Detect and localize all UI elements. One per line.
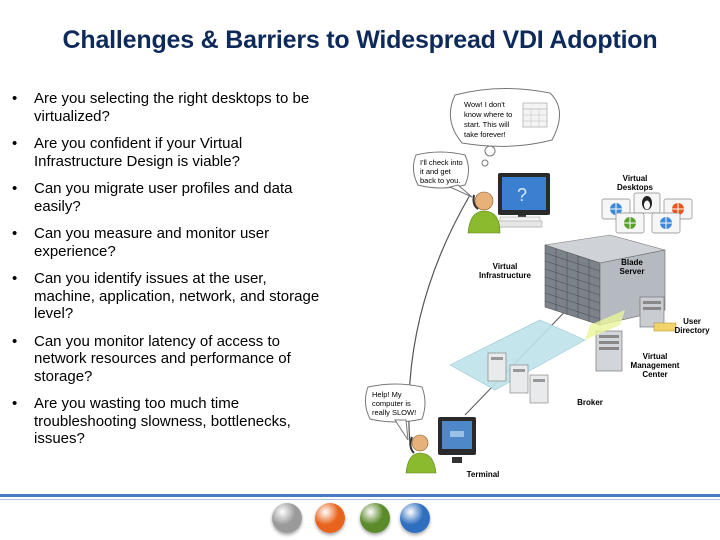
gray-dot <box>272 503 302 533</box>
bubble-top-line: Wow! I don't <box>464 100 506 109</box>
label-management-center: Virtual <box>643 352 668 361</box>
footer-divider-thin <box>0 499 720 500</box>
admin-person-icon <box>474 191 494 211</box>
green-dot <box>360 503 390 533</box>
management-center-server: Virtual Management Center <box>595 330 680 379</box>
speech-bubble-mid: I'll check into it and get back to you. <box>412 151 473 198</box>
page-title: Challenges & Barriers to Widespread VDI … <box>62 26 658 54</box>
desktop-icon <box>633 192 661 214</box>
thought-bubble-top: Wow! I don't know where to start. This w… <box>449 88 560 167</box>
bullet-item: Can you monitor latency of access to net… <box>10 333 330 386</box>
label-management-center: Center <box>642 370 667 379</box>
label-virtual-desktops: Desktops <box>617 183 654 192</box>
admin-workstation: ? <box>467 173 550 234</box>
bubble-mid-line: it and get <box>420 167 452 176</box>
bullet-item: Can you measure and monitor user experie… <box>10 225 330 260</box>
orange-dot <box>315 503 345 533</box>
label-management-center: Management <box>631 361 680 370</box>
label-user-directory: Directory <box>674 326 710 335</box>
bubble-top-line: know where to <box>464 110 512 119</box>
bullet-item: Can you migrate user profiles and data e… <box>10 180 330 215</box>
label-virtual-desktops: Virtual <box>623 174 648 183</box>
speech-bubble-help: Help! My computer is really SLOW! <box>364 383 426 441</box>
bullet-list: Are you selecting the right desktops to … <box>10 90 330 458</box>
label-virtual-infrastructure: Infrastructure <box>479 271 532 280</box>
bullet-item: Can you identify issues at the user, mac… <box>10 270 330 323</box>
bubble-top-line: start. This will <box>464 120 510 129</box>
blue-dot <box>400 503 430 533</box>
bullet-item: Are you confident if your Virtual Infras… <box>10 135 330 170</box>
bullet-item: Are you selecting the right desktops to … <box>10 90 330 125</box>
folder-icon <box>653 322 677 332</box>
desktop-icon <box>615 212 645 234</box>
label-virtual-infrastructure: Virtual <box>493 262 518 271</box>
vdi-diagram: Wow! I don't know where to start. This w… <box>364 88 710 479</box>
terminal-workstation: Terminal <box>405 417 500 479</box>
label-broker: Broker <box>577 398 603 407</box>
bubble-help-line: really SLOW! <box>372 408 416 417</box>
user-person-icon <box>411 434 429 452</box>
bullet-item: Are you wasting too much time troublesho… <box>10 395 330 448</box>
bubble-help-line: computer is <box>372 399 411 408</box>
label-blade-server: Blade <box>621 258 643 267</box>
bubble-top-line: take forever! <box>464 130 506 139</box>
virtual-desktops: Virtual Desktops <box>601 174 693 234</box>
label-terminal: Terminal <box>467 470 500 479</box>
question-mark-icon: ? <box>517 185 527 205</box>
user-directory-server: User Directory <box>639 296 710 335</box>
broker-server-unit <box>487 352 507 382</box>
broker-servers: Broker <box>449 310 625 407</box>
footer-divider <box>0 494 720 497</box>
label-blade-server: Server <box>620 267 645 276</box>
label-user-directory: User <box>683 317 701 326</box>
bubble-mid-line: back to you. <box>420 176 460 185</box>
desktop-icon <box>651 212 681 234</box>
broker-server-unit <box>529 374 549 404</box>
bubble-help-line: Help! My <box>372 390 402 399</box>
bubble-mid-line: I'll check into <box>420 158 463 167</box>
broker-server-unit <box>509 364 529 394</box>
